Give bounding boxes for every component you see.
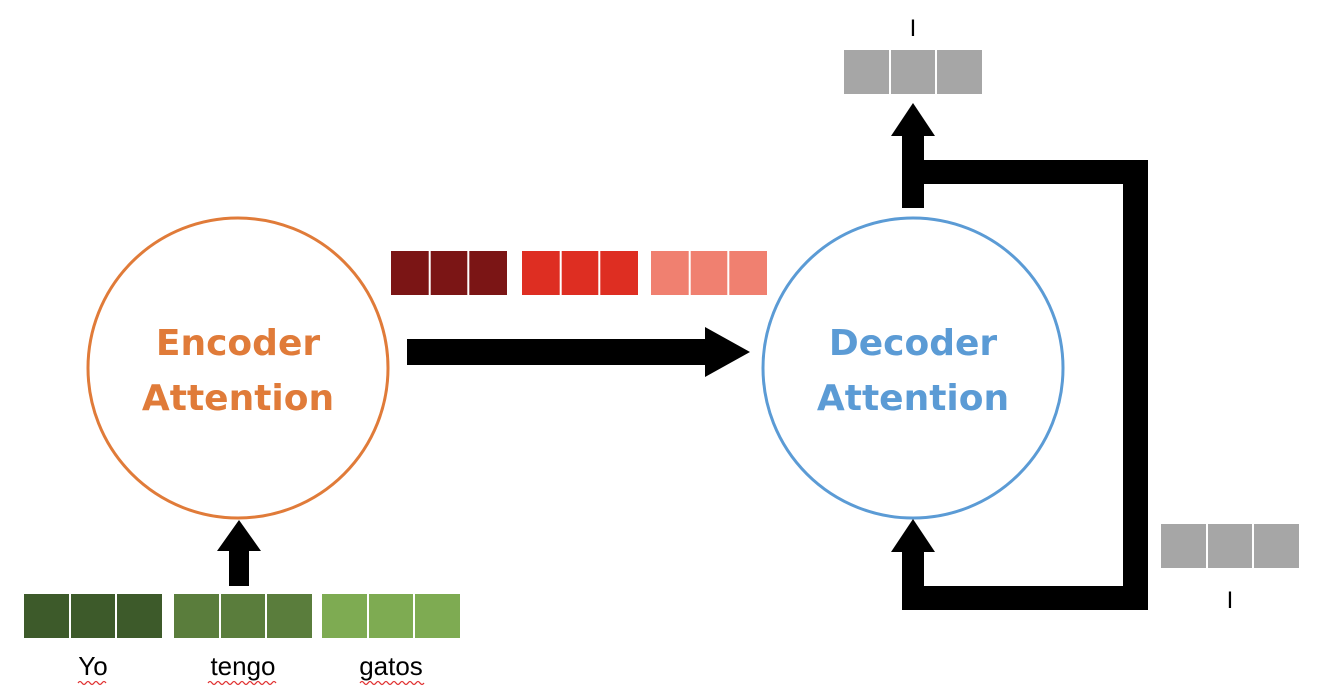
input-vector-yo: [24, 594, 162, 638]
encoder-to-decoder-arrow: [407, 327, 750, 377]
decoder-output-arrow: [891, 103, 935, 208]
encoder-label-line2: Attention: [142, 378, 334, 419]
decoder-circle: [761, 216, 1065, 520]
spellcheck-underline-tengo: [207, 680, 277, 686]
feedback-loop-arrow: [891, 160, 1148, 610]
encoded-vector-2: [522, 251, 638, 295]
feedback-vector: [1161, 524, 1299, 568]
input-word-tengo: tengo: [210, 651, 275, 681]
spellcheck-underline-yo: [77, 680, 107, 686]
input-vector-tengo: [174, 594, 312, 638]
input-vector-gatos: [322, 594, 460, 638]
decoder-label-line2: Attention: [817, 378, 1009, 419]
input-word-yo: Yo: [78, 651, 107, 681]
encoder-label-line1: Encoder: [156, 323, 320, 364]
encoded-vector-1: [391, 251, 507, 295]
input-word-gatos: gatos: [359, 651, 423, 681]
encoded-vector-3: [651, 251, 767, 295]
encoder-circle: [86, 216, 390, 520]
output-label: I: [910, 15, 917, 42]
input-to-encoder-arrow: [217, 520, 261, 586]
spellcheck-underline-gatos: [359, 680, 425, 686]
feedback-label: I: [1227, 587, 1234, 614]
output-vector: [844, 50, 982, 94]
decoder-label-line1: Decoder: [829, 323, 998, 364]
